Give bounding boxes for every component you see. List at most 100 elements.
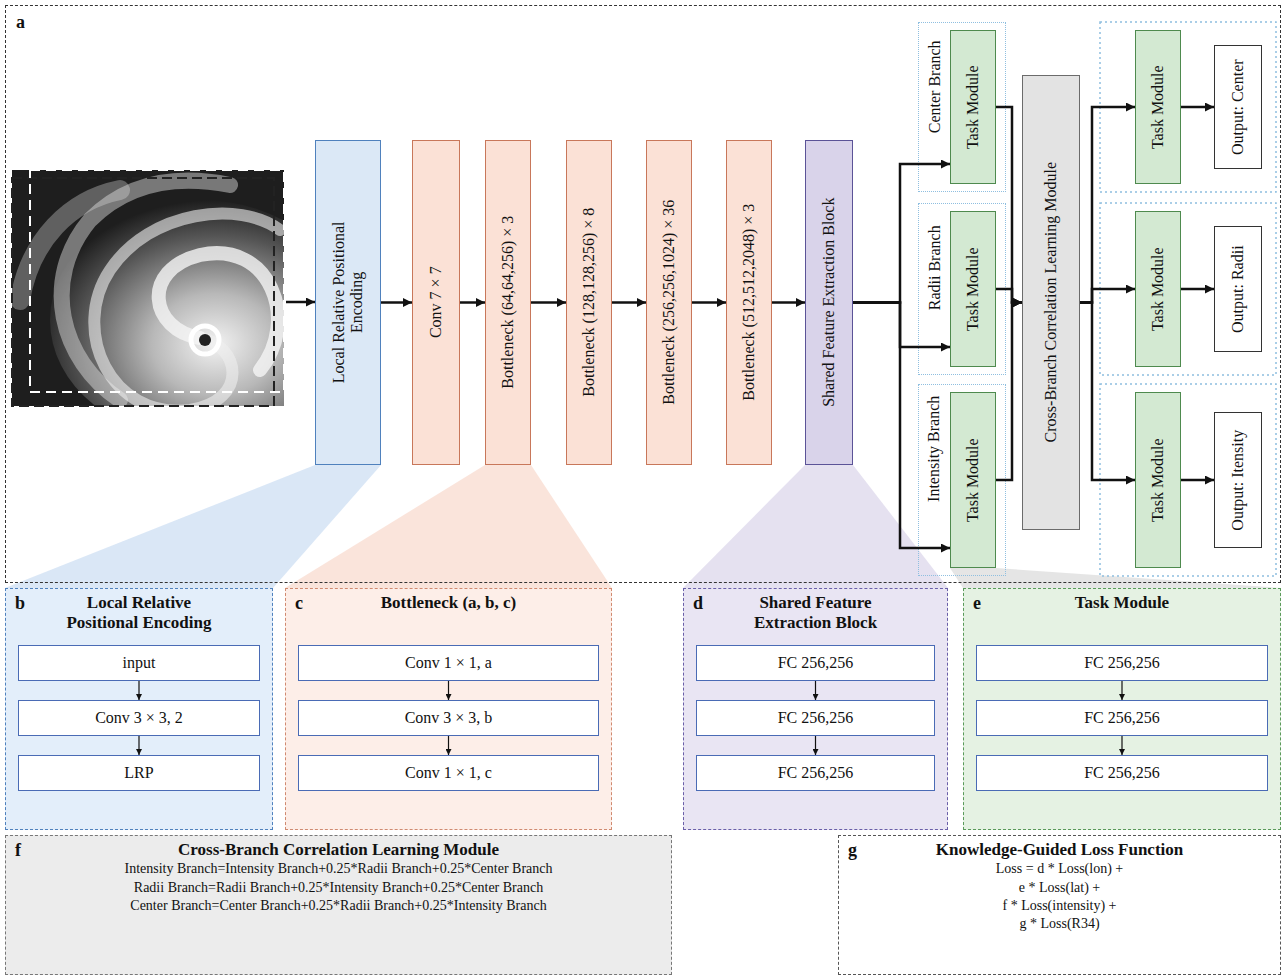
connector (1121, 736, 1122, 755)
connector (815, 681, 816, 700)
task-module-box: Task Module (1135, 211, 1181, 367)
box-label: Local Relative Positional Encoding (330, 208, 367, 398)
box-label: Task Module (1149, 400, 1167, 560)
panel: cBottleneck (a, b, c)Conv 1 × 1, aConv 3… (285, 588, 612, 830)
box-label: Output: Radii (1229, 234, 1247, 344)
panel-body: f * Loss(intensity) + (873, 897, 1246, 915)
letter-slot: b (15, 593, 25, 614)
box-label: Conv 3 × 3, 2 (95, 709, 183, 727)
task-module-box: Task Module (1135, 392, 1181, 568)
box-label: LRP (124, 764, 153, 782)
box-label: input (123, 654, 156, 672)
label-slot: Intensity Branch (919, 389, 949, 509)
conv-box: Conv 7 × 7 (412, 140, 460, 465)
box-label: FC 256,256 (778, 764, 854, 782)
connector (692, 301, 726, 304)
connector (996, 303, 1022, 481)
connector (815, 736, 816, 755)
layer-box: Conv 1 × 1, c (298, 755, 599, 791)
label-slot: Center Branch (919, 27, 949, 147)
panel-body: Intensity Branch=Intensity Branch+0.25*R… (40, 860, 637, 878)
panel: dShared Feature Extraction BlockFC 256,2… (683, 588, 948, 830)
task-module-box: Task Module (1135, 30, 1181, 184)
layer-box: FC 256,256 (976, 755, 1268, 791)
bottleneck-box: Bottleneck (512,512,2048) × 3 (726, 140, 772, 465)
box-label: Task Module (964, 400, 982, 560)
box-label: Bottleneck (512,512,2048) × 3 (740, 148, 758, 457)
cloud-band (159, 253, 278, 370)
connector (1181, 288, 1214, 291)
heading-slot: Local Relative Positional Encoding (51, 593, 227, 634)
zoom-wedge (950, 568, 1281, 588)
connector (448, 681, 449, 700)
box-label: Task Module (964, 38, 982, 176)
layer-box: Conv 1 × 1, a (298, 645, 599, 681)
layer-box: FC 256,256 (696, 755, 935, 791)
output-box: Output: Radii (1214, 226, 1262, 352)
satellite-image (12, 170, 284, 406)
connector (853, 164, 950, 303)
connector (448, 736, 449, 755)
box-label: Bottleneck (128,128,256) × 8 (580, 148, 598, 457)
bottleneck-box: Bottleneck (128,128,256) × 8 (566, 140, 612, 465)
layer-box: input (18, 645, 260, 681)
branch-label: Center Branch (925, 41, 943, 134)
layer-box: LRP (18, 755, 260, 791)
eyewall (191, 326, 219, 354)
box-label: Conv 3 × 3, b (405, 709, 493, 727)
layer-box: FC 256,256 (696, 700, 935, 736)
connector (1181, 479, 1214, 482)
box-label: Shared Feature Extraction Block (820, 148, 838, 457)
connector (612, 301, 646, 304)
task-module-box: Task Module (950, 211, 996, 367)
box-label: Output: Center (1229, 53, 1247, 161)
panel-letter: g (848, 840, 857, 860)
panel: gKnowledge-Guided Loss FunctionLoss = d … (838, 835, 1281, 975)
letter-slot: e (973, 593, 981, 614)
output-box: Output: Itensity (1214, 412, 1262, 548)
connector (138, 736, 139, 755)
box-label: Task Module (964, 219, 982, 359)
letter-slot: f (15, 840, 21, 861)
task-module-box: Task Module (950, 30, 996, 184)
input-arrow (286, 301, 315, 304)
bottleneck-box: Bottleneck (256,256,1024) × 36 (646, 140, 692, 465)
box-label: Bottleneck (64,64,256) × 3 (499, 148, 517, 457)
connector (1080, 107, 1135, 303)
connector (138, 681, 139, 700)
panel-letter: d (693, 593, 703, 613)
connector (853, 303, 950, 549)
connector (1121, 681, 1122, 700)
branch-group: Radii BranchTask Module (918, 203, 1006, 375)
box-label: FC 256,256 (1084, 654, 1160, 672)
connector (996, 107, 1022, 303)
connector (531, 301, 566, 304)
zoom-wedge (285, 465, 612, 588)
box-label: Conv 1 × 1, c (405, 764, 492, 782)
letter-slot: a (16, 12, 25, 33)
box-label: FC 256,256 (1084, 764, 1160, 782)
layer-box: Conv 3 × 3, b (298, 700, 599, 736)
box-label: Task Module (1149, 38, 1167, 176)
box-label: FC 256,256 (778, 654, 854, 672)
box-label: Conv 1 × 1, a (405, 654, 492, 672)
letter-slot: d (693, 593, 703, 614)
panel-title: Knowledge-Guided Loss Function (873, 840, 1246, 860)
connector (996, 289, 1022, 303)
panel-body: g * Loss(R34) (873, 915, 1246, 933)
panel-body: Radii Branch=Radii Branch+0.25*Intensity… (40, 879, 637, 897)
connector (853, 303, 950, 348)
heading-slot: Cross-Branch Correlation Learning Module… (40, 840, 637, 915)
connector (1080, 303, 1135, 481)
cloud-band (94, 214, 280, 406)
panel-letter: e (973, 593, 981, 613)
box-label: FC 256,256 (1084, 709, 1160, 727)
panel: f Cross-Branch Correlation Learning Modul… (5, 835, 672, 975)
panel-title: Cross-Branch Correlation Learning Module (40, 840, 637, 860)
panel: b Local Relative Positional Encoding input… (5, 588, 273, 830)
shared-block-box: Shared Feature Extraction Block (805, 140, 853, 465)
panel-letter: b (15, 593, 25, 613)
